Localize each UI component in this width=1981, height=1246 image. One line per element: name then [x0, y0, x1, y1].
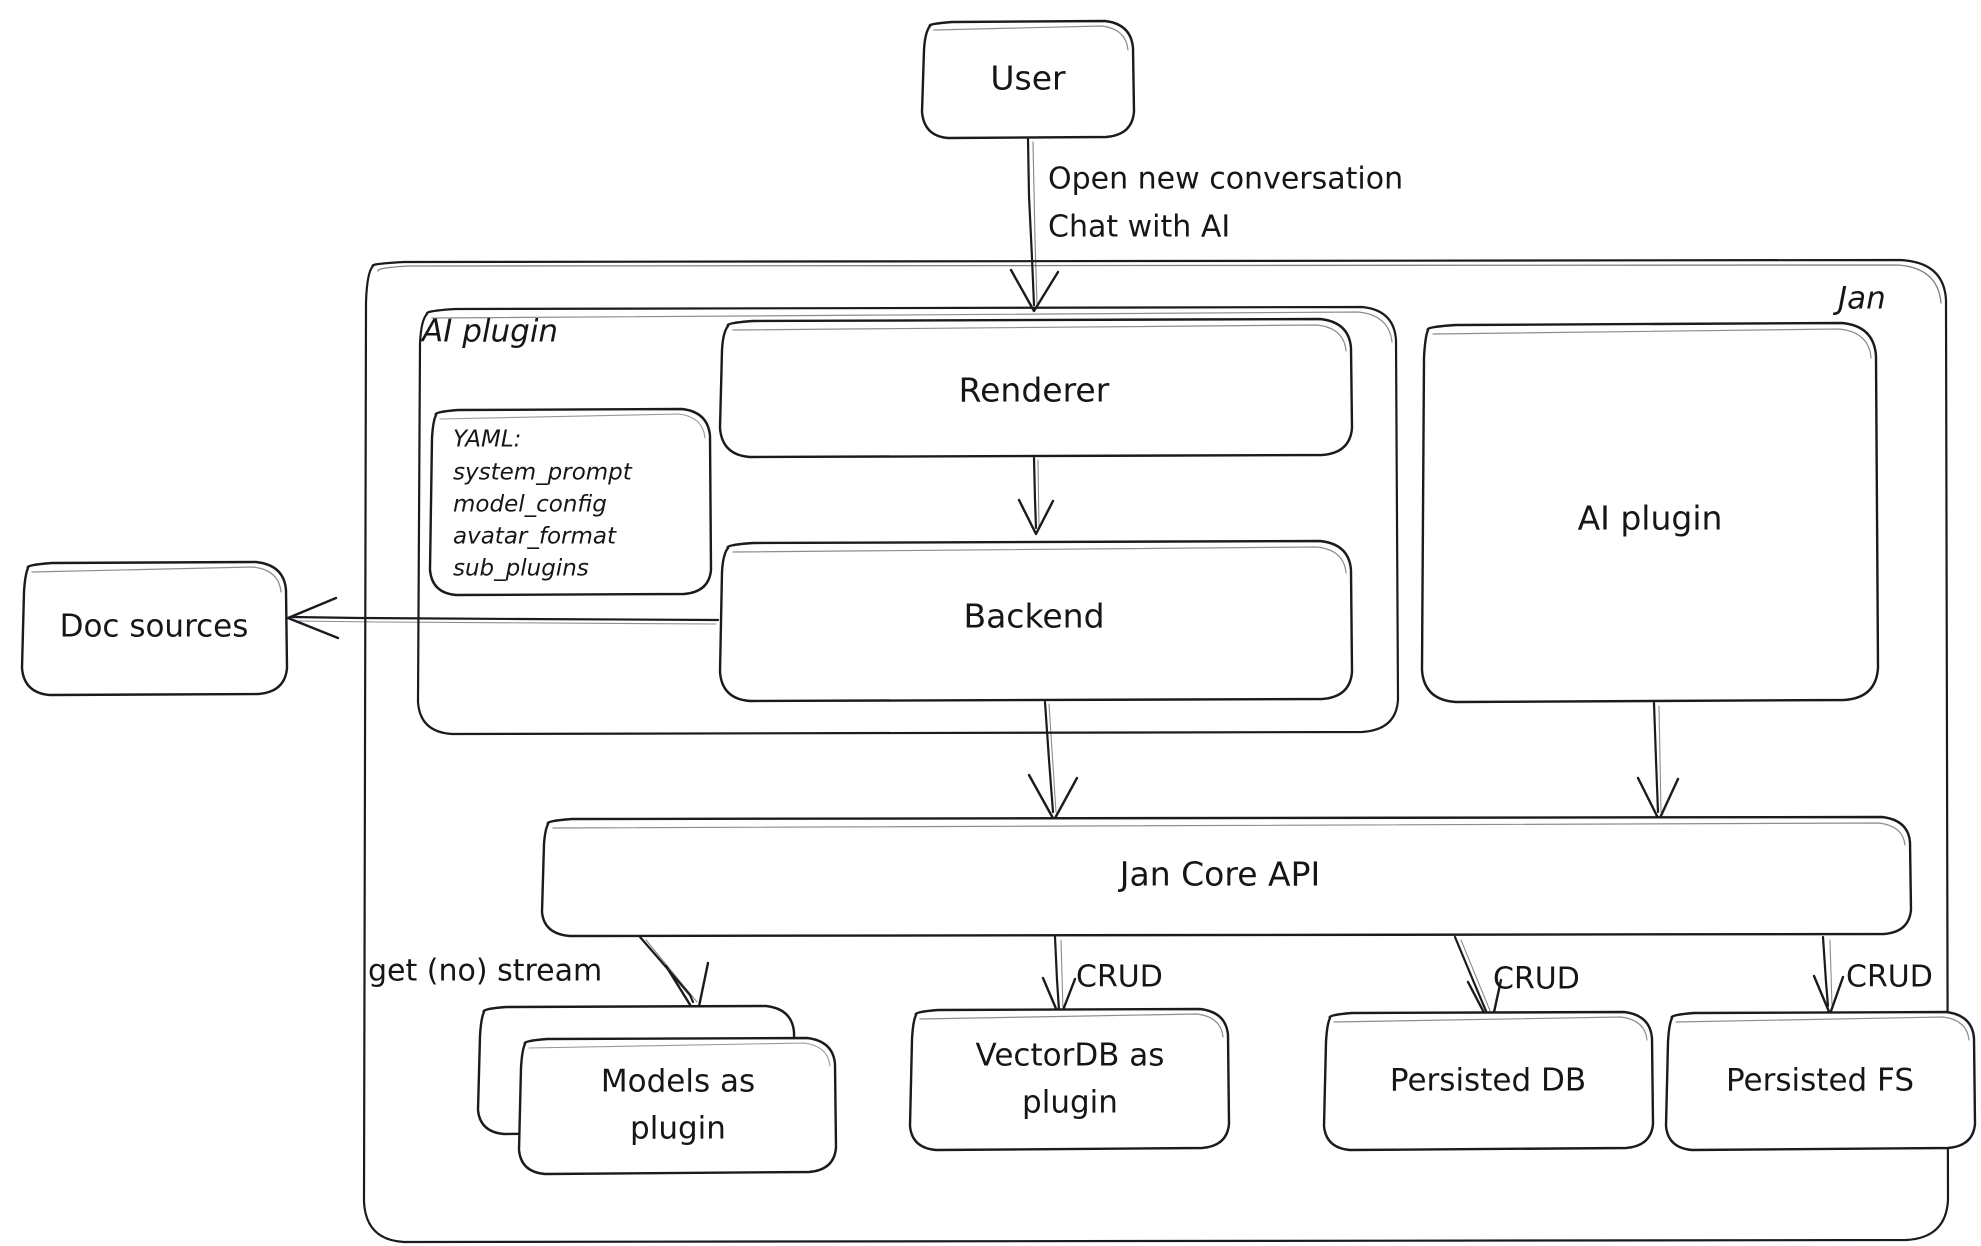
card-yaml-config: YAML: system_prompt model_config avatar_… — [428, 407, 713, 597]
edge-user-to-renderer: Open new conversation Chat with AI — [1009, 137, 1403, 313]
edge-ai-plugin-to-jan-core-api — [1636, 701, 1680, 822]
yaml-key-model-config: model_config — [453, 492, 607, 518]
node-models-as-plugin-label-line2: plugin — [630, 1111, 726, 1147]
edge-label-crud-persisted-fs: CRUD — [1846, 960, 1933, 995]
node-models-as-plugin-label-line1: Models as — [601, 1064, 755, 1100]
node-vectordb-as-plugin-label-line2: plugin — [1022, 1085, 1118, 1121]
edge-backend-to-jan-core-api — [1027, 700, 1079, 822]
node-ai-plugin-box[interactable]: AI plugin — [1420, 321, 1880, 704]
container-jan: Jan — [362, 258, 1950, 1244]
node-backend[interactable]: Backend — [718, 539, 1354, 703]
container-ai-plugin-group: AI plugin — [416, 305, 1400, 736]
edge-label-open-conversation-line1: Open new conversation — [1048, 162, 1403, 197]
node-jan-core-api[interactable]: Jan Core API — [540, 815, 1913, 938]
yaml-heading: YAML: — [453, 427, 521, 453]
node-vectordb-as-plugin[interactable]: VectorDB as plugin — [908, 1007, 1231, 1152]
edge-backend-to-doc-sources — [286, 596, 720, 640]
node-ai-plugin-box-label: AI plugin — [1578, 499, 1723, 538]
node-vectordb-as-plugin-label-line1: VectorDB as — [976, 1038, 1165, 1074]
node-persisted-db[interactable]: Persisted DB — [1322, 1010, 1655, 1152]
node-doc-sources[interactable]: Doc sources — [20, 560, 289, 697]
node-doc-sources-label: Doc sources — [60, 609, 249, 645]
edge-label-crud-vectordb: CRUD — [1076, 960, 1163, 995]
container-jan-label: Jan — [1832, 281, 1886, 317]
edge-label-get-no-stream: get (no) stream — [368, 954, 602, 989]
node-renderer[interactable]: Renderer — [718, 317, 1354, 459]
node-persisted-db-label: Persisted DB — [1390, 1063, 1586, 1099]
edge-api-to-vectordb: CRUD — [1041, 935, 1163, 1020]
node-jan-core-api-label: Jan Core API — [1118, 855, 1320, 894]
yaml-key-system-prompt: system_prompt — [453, 460, 633, 486]
yaml-key-avatar-format: avatar_format — [453, 524, 617, 550]
edge-api-to-persisted-fs: CRUD — [1812, 935, 1933, 1016]
edge-label-crud-persisted-db: CRUD — [1493, 962, 1580, 997]
container-ai-plugin-group-label: AI plugin — [420, 314, 558, 350]
node-backend-label: Backend — [963, 597, 1104, 636]
node-renderer-label: Renderer — [959, 371, 1110, 410]
edge-renderer-to-backend — [1017, 456, 1055, 536]
node-persisted-fs[interactable]: Persisted FS — [1664, 1010, 1977, 1152]
node-models-as-plugin[interactable]: Models as plugin — [476, 1004, 838, 1176]
edge-api-to-models: get (no) stream — [368, 935, 710, 1018]
node-user-label: User — [990, 59, 1066, 98]
node-persisted-fs-label: Persisted FS — [1726, 1063, 1914, 1099]
edge-label-open-conversation-line2: Chat with AI — [1048, 210, 1230, 245]
yaml-key-sub-plugins: sub_plugins — [453, 556, 589, 582]
node-user[interactable]: User — [920, 19, 1136, 140]
